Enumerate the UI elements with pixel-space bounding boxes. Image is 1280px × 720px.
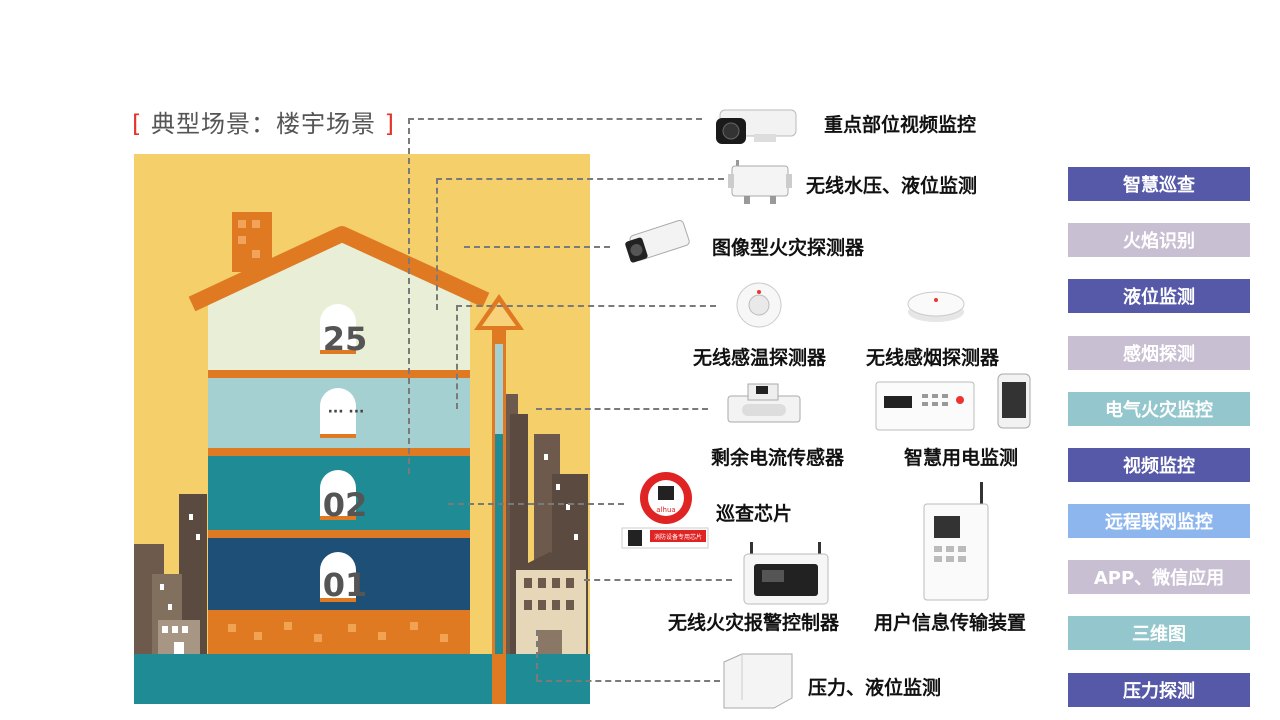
device-label-chip: 巡查芯片 <box>716 503 793 525</box>
smart-electricity-monitor-icon <box>875 381 975 431</box>
floor-label-25: 25 <box>323 320 368 358</box>
riser-base <box>492 654 506 704</box>
tag-video-monitoring: 视频监控 <box>1068 448 1250 482</box>
leader-temp-v <box>456 305 458 409</box>
tag-flame-recognition: 火焰识别 <box>1068 223 1250 257</box>
leader-water-v <box>436 178 438 310</box>
video-camera-icon <box>716 109 797 144</box>
device-label-pressure: 压力、液位监测 <box>808 677 942 699</box>
device-label-electric: 智慧用电监测 <box>904 447 1019 469</box>
leader-chip <box>448 503 624 505</box>
device-label-alarm: 无线火灾报警控制器 <box>668 612 840 634</box>
leader-current <box>536 408 708 410</box>
device-label-fire-image: 图像型火灾探测器 <box>712 237 865 259</box>
riser-arrow <box>474 294 524 704</box>
device-label-transmit: 用户信息传输装置 <box>874 612 1027 634</box>
water-pressure-sensor-icon <box>728 160 792 204</box>
svg-text:消防设备专用芯片: 消防设备专用芯片 <box>654 533 702 541</box>
leader-water-h <box>436 178 724 180</box>
device-label-current: 剩余电流传感器 <box>711 447 845 469</box>
device-label-water: 无线水压、液位监测 <box>806 175 978 197</box>
leader-pressure-h <box>536 680 720 682</box>
smoke-detector-icon <box>907 291 965 322</box>
leader-camera-h <box>408 118 702 120</box>
tag-app-wechat: APP、微信应用 <box>1068 560 1250 594</box>
scene-title: [ 典型场景：楼宇场景 ] <box>132 110 396 138</box>
building-illustration: 25 ··· ··· 02 01 <box>134 154 590 704</box>
floor-label-mid: ··· ··· <box>328 404 365 420</box>
small-house-right <box>514 552 586 654</box>
floor-label-02: 02 <box>323 486 368 524</box>
tag-pressure-detection: 压力探测 <box>1068 673 1250 707</box>
ground-water <box>134 654 590 704</box>
tag-remote-networking: 远程联网监控 <box>1068 504 1250 538</box>
floor-label-01: 01 <box>323 566 368 604</box>
svg-text:alhua: alhua <box>656 506 675 514</box>
tag-smart-patrol: 智慧巡查 <box>1068 167 1250 201</box>
tag-smoke-detection: 感烟探测 <box>1068 336 1250 370</box>
residual-current-sensor-icon <box>727 383 801 423</box>
leader-alarm <box>584 579 732 581</box>
device-label-temp: 无线感温探测器 <box>693 347 827 369</box>
user-info-transmitter-icon <box>923 482 989 601</box>
fire-image-detector-icon <box>625 219 690 263</box>
mobile-phone-icon <box>997 373 1031 429</box>
pressure-level-monitor-icon <box>723 653 793 709</box>
fire-alarm-controller-icon <box>743 542 829 605</box>
device-label-smoke: 无线感烟探测器 <box>866 347 1000 369</box>
leader-camera-v <box>408 118 410 474</box>
patrol-chip-icon: alhua 消防设备专用芯片 <box>621 472 709 549</box>
leader-pressure-v <box>536 630 538 680</box>
heat-detector-icon <box>736 282 782 328</box>
small-house-left <box>158 620 200 656</box>
leader-fire-image <box>464 246 610 248</box>
device-label-camera: 重点部位视频监控 <box>824 114 977 136</box>
scene-title-text: 典型场景：楼宇场景 <box>151 110 377 138</box>
leader-temp-h <box>456 305 716 307</box>
tag-3d-map: 三维图 <box>1068 616 1250 650</box>
tag-electrical-fire: 电气火灾监控 <box>1068 392 1250 426</box>
floor-arches <box>320 304 356 602</box>
tag-liquid-level: 液位监测 <box>1068 279 1250 313</box>
